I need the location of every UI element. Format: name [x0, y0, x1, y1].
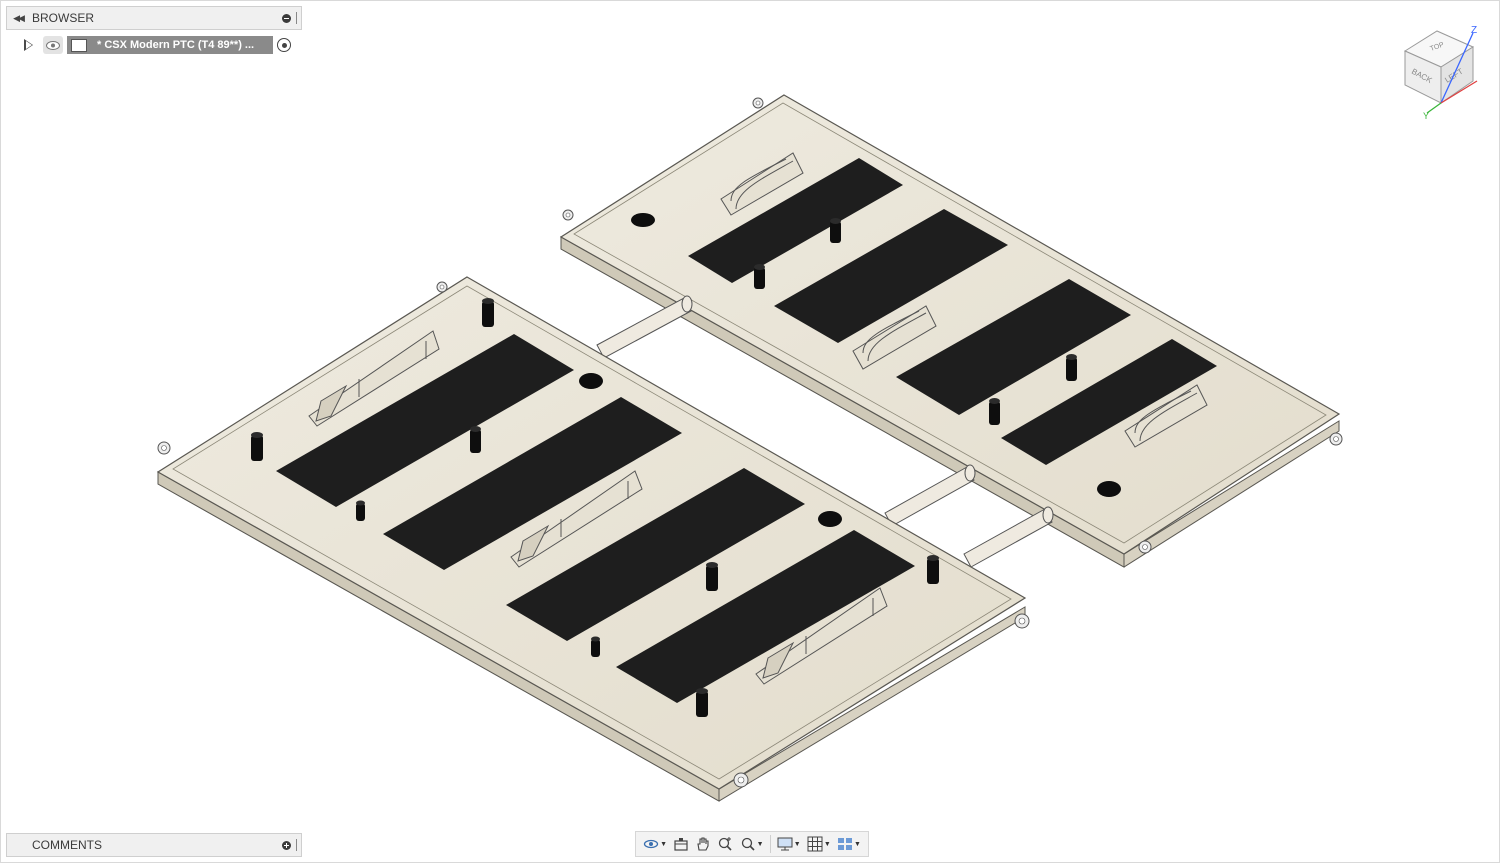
y-axis-label: Y	[1423, 111, 1429, 121]
dot-left-1	[579, 373, 603, 389]
comments-panel-header[interactable]: COMMENTS	[6, 833, 302, 857]
pin-right-1	[830, 218, 841, 243]
handle-left-3	[755, 587, 888, 685]
pan-hand-icon	[697, 837, 709, 851]
viewports-icon	[837, 838, 852, 850]
dot-right-2	[1097, 481, 1121, 497]
look-at-tool[interactable]	[673, 836, 689, 852]
pin-right-3	[1066, 354, 1077, 381]
pin-left-8	[696, 688, 708, 717]
plate-left[interactable]	[156, 276, 1030, 802]
zoom-icon	[719, 837, 732, 851]
pin-right-4	[989, 398, 1000, 425]
handle-right-3	[1124, 384, 1208, 448]
z-axis-label: Z	[1471, 25, 1477, 36]
browser-panel-header[interactable]: ◀◀ BROWSER	[6, 6, 302, 30]
pad-left-1	[276, 334, 574, 507]
pad-left-4	[616, 530, 915, 703]
display-settings-tool[interactable]: ▼	[777, 836, 801, 852]
pin-left-1	[482, 298, 494, 327]
panel-grip-icon[interactable]	[296, 12, 297, 24]
pin-left-7	[591, 636, 600, 657]
pad-right-1	[688, 158, 903, 283]
expand-arrow-icon[interactable]	[24, 39, 33, 51]
visibility-eye-icon[interactable]	[43, 36, 63, 54]
handle-left-2	[510, 470, 643, 568]
pin-left-3	[470, 426, 481, 453]
viewcube-left-face[interactable]	[1440, 46, 1474, 104]
display-settings-icon	[777, 837, 793, 851]
viewports-tool[interactable]: ▼	[837, 836, 861, 852]
handle-right-1	[720, 152, 804, 216]
pad-right-3	[896, 279, 1131, 415]
pin-left-2	[251, 432, 263, 461]
viewcube-top-label: TOP	[1429, 41, 1445, 53]
connecting-rods	[596, 295, 1054, 568]
viewcube[interactable]: TOP BACK LEFT Z Y	[1399, 23, 1485, 121]
pad-left-3	[506, 468, 805, 641]
fit-zoom-icon	[741, 837, 755, 851]
navigation-toolbar: ▼ ▼ ▼ ▼ ▼	[635, 831, 869, 857]
pin-left-6	[927, 555, 939, 584]
pan-tool[interactable]	[695, 836, 711, 852]
y-axis-icon	[1426, 102, 1442, 114]
document-name-label: * CSX Modern PTC (T4 89**) ...	[97, 39, 255, 51]
x-axis-icon	[1440, 80, 1478, 104]
fit-tool[interactable]: ▼	[740, 836, 764, 852]
pad-right-2	[774, 209, 1008, 343]
grid-settings-tool[interactable]: ▼	[807, 836, 831, 852]
orbit-icon	[643, 839, 659, 849]
pin-left-4	[356, 500, 365, 521]
dot-left-2	[818, 511, 842, 527]
orbit-tool[interactable]: ▼	[643, 836, 667, 852]
document-name[interactable]: * CSX Modern PTC (T4 89**) ...	[67, 36, 273, 54]
dot-right-1	[631, 213, 655, 227]
pin-right-2	[754, 264, 765, 289]
handle-left-1	[308, 330, 440, 427]
collapse-left-icon[interactable]: ◀◀	[13, 12, 25, 23]
pin-left-5	[706, 562, 718, 591]
panel-grip-icon[interactable]	[296, 839, 297, 851]
browser-title: BROWSER	[32, 11, 95, 25]
panel-pin-icon[interactable]	[282, 13, 291, 23]
add-comment-icon[interactable]	[282, 840, 291, 850]
grid-icon	[807, 836, 823, 852]
comments-title: COMMENTS	[32, 838, 102, 852]
look-at-icon	[674, 838, 688, 851]
pad-left-2	[383, 397, 682, 570]
pad-right-4	[1001, 339, 1217, 465]
activate-radio-icon[interactable]	[277, 38, 291, 52]
browser-tree-item[interactable]: * CSX Modern PTC (T4 89**) ...	[6, 34, 302, 56]
zoom-tool[interactable]	[717, 836, 733, 852]
document-icon	[71, 38, 87, 52]
plate-right[interactable]	[559, 94, 1343, 568]
handle-right-2	[852, 305, 937, 370]
z-axis-icon	[1440, 32, 1474, 104]
